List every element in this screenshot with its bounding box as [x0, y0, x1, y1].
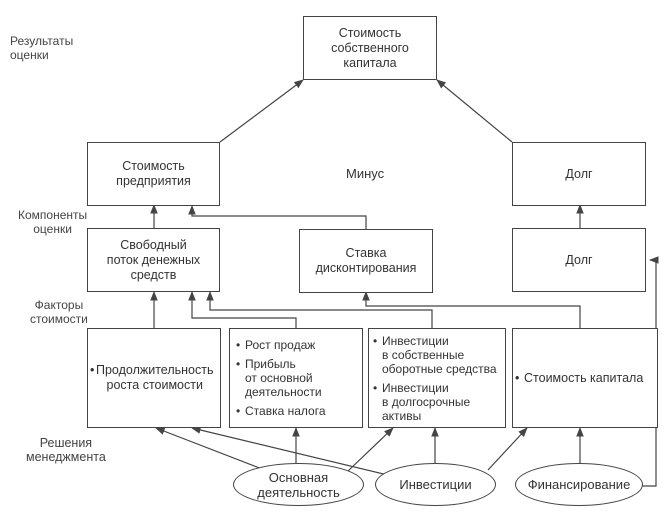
label-results: Результаты оценки [10, 34, 74, 62]
box-value-growth: Продолжительность роста стоимости [87, 328, 221, 428]
arrow-enterprise-to-equity [219, 79, 304, 143]
arrow-discount-to-enterprise [188, 205, 367, 229]
decision-operating: Основная деятельность [233, 463, 364, 506]
box-discount-rate: Ставка дисконтирования [299, 229, 433, 293]
text-minus: Минус [346, 166, 385, 181]
box-investment-factors: Инвестиции в собственные оборотные средс… [368, 328, 506, 428]
factor-cost-of-capital: Стоимость капитала [515, 371, 643, 385]
factor-working-capital: Инвестиции в собственные оборотные средс… [373, 334, 497, 376]
box-operating-factors: Рост продаж Прибыль от основной деятельн… [229, 328, 363, 428]
arrow-operating-to-investfactors [347, 427, 394, 472]
factor-operating-profit: Прибыль от основной деятельности [236, 357, 326, 399]
factor-value-growth: Продолжительность роста стоимости [90, 363, 214, 393]
arrow-investments-to-growth [191, 426, 393, 477]
label-components: Компоненты оценки [18, 208, 88, 236]
factor-long-term-assets: Инвестиции в долгосрочные активы [373, 381, 497, 423]
investment-factors-list: Инвестиции в собственные оборотные средс… [369, 334, 503, 423]
box-debt-top: Долг [512, 142, 646, 206]
arrow-operating-to-fcf [188, 291, 297, 328]
arrow-investments-to-capital [487, 427, 528, 471]
box-enterprise-value: Стоимость предприятия [87, 142, 220, 206]
box-free-cash-flow: Свободный поток денежных средств [87, 228, 220, 292]
decision-financing: Финансирование [515, 463, 643, 506]
operating-factors-list: Рост продаж Прибыль от основной деятельн… [230, 338, 332, 418]
label-decisions: Решения менеджмента [26, 436, 106, 464]
box-debt-mid: Долг [512, 228, 646, 292]
label-factors: Факторы стоимости [30, 298, 88, 326]
arrow-investment-to-fcf [206, 291, 433, 328]
arrow-debt-to-equity [436, 79, 513, 143]
factor-sales-growth: Рост продаж [236, 338, 326, 352]
decision-investments: Инвестиции [375, 463, 496, 506]
box-cost-of-capital: Стоимость капитала [512, 328, 658, 428]
arrow-capital-to-discount [362, 291, 581, 328]
box-equity-value: Стоимость собственного капитала [303, 16, 437, 80]
factor-tax-rate: Ставка налога [236, 404, 326, 418]
arrow-operating-to-growth [155, 427, 263, 470]
